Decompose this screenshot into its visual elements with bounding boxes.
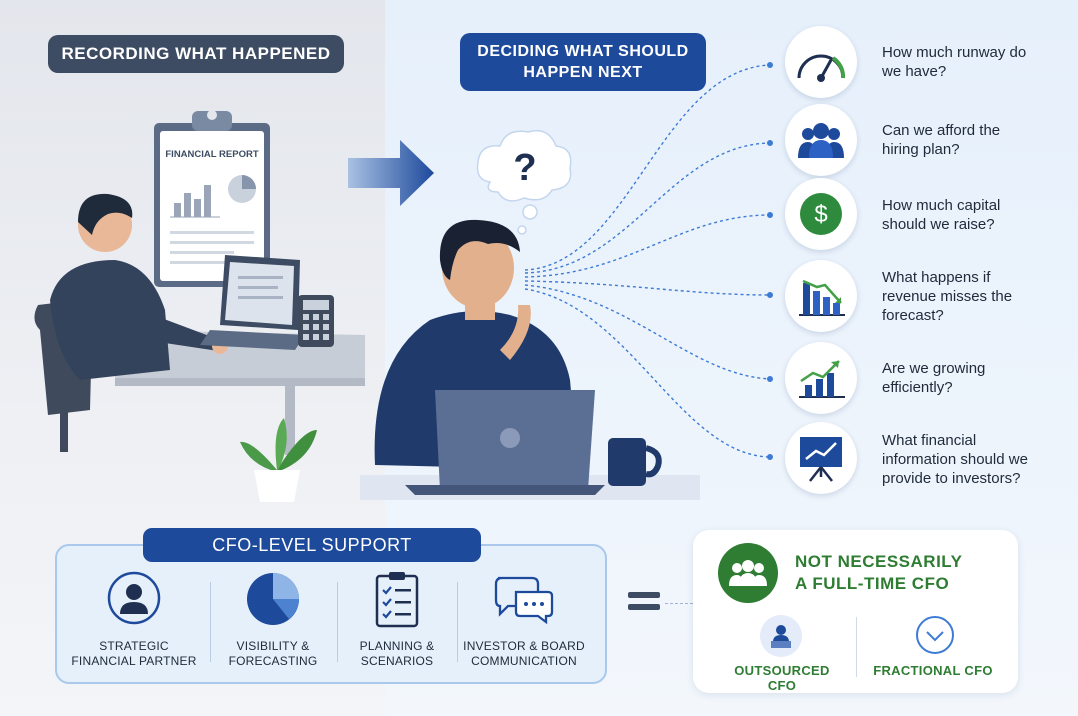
dotted-connectors	[524, 62, 773, 460]
question-text-revenue: What happens if revenue misses the forec…	[882, 269, 1013, 324]
deciding-title: DECIDING WHAT SHOULD HAPPEN NEXT	[460, 33, 706, 91]
cfo-support-title: CFO-LEVEL SUPPORT	[143, 528, 481, 562]
divider	[210, 582, 211, 662]
gauge-icon	[785, 26, 857, 98]
outsourced-cfo-label: OUTSOURCED CFO	[734, 663, 830, 693]
service-label-line2: SCENARIOS	[360, 654, 434, 668]
clock-icon	[914, 614, 956, 661]
fractional-cfo-label: FRACTIONAL CFO	[873, 663, 993, 678]
service-label-line2: FORECASTING	[228, 654, 318, 668]
declining-chart-icon	[785, 260, 857, 332]
pie-chart-icon	[247, 573, 299, 625]
recording-title: RECORDING WHAT HAPPENED	[48, 35, 344, 73]
service-strategic-partner: STRATEGIC FINANCIAL PARTNER	[64, 570, 204, 669]
question-text-runway: How much runway do we have?	[882, 44, 1027, 80]
thinking-person-illustration	[360, 219, 700, 500]
service-label-line2: FINANCIAL PARTNER	[71, 654, 197, 668]
service-label-line1: PLANNING &	[359, 639, 435, 653]
clipboard-checklist-icon	[375, 572, 419, 628]
presentation-icon	[785, 422, 857, 494]
question-text-growth: Are we growing efficiently?	[882, 360, 986, 396]
divider	[337, 582, 338, 662]
not-necessarily-line1: NOT NECESSARILY	[795, 552, 963, 571]
svg-text:$: $	[814, 201, 827, 228]
not-necessarily-line2: A FULL-TIME CFO	[795, 574, 950, 593]
dollar-icon: $	[785, 178, 857, 250]
question-mark: ?	[513, 147, 536, 189]
person-icon	[107, 571, 161, 625]
growth-chart-icon	[785, 342, 857, 414]
equals-sign	[625, 586, 665, 616]
service-label-line1: STRATEGIC	[99, 639, 169, 653]
dashed-connector	[665, 603, 693, 604]
plant-icon	[240, 418, 317, 502]
thought-bubble: ?	[476, 129, 572, 235]
financial-report-clipboard-icon: FINANCIAL REPORT	[154, 110, 270, 287]
service-planning-scenarios: PLANNING & SCENARIOS	[327, 570, 467, 669]
accountant-illustration	[34, 193, 365, 455]
laptop-person-icon	[760, 615, 802, 657]
question-text-investors: What financial information should we pro…	[882, 432, 1028, 487]
question-text-capital: How much capital should we raise?	[882, 197, 1001, 233]
report-title: FINANCIAL REPORT	[165, 149, 258, 160]
chat-bubbles-icon	[494, 576, 554, 625]
group-icon	[718, 543, 778, 603]
service-label-line2: COMMUNICATION	[471, 654, 577, 668]
service-label-line1: VISIBILITY &	[236, 639, 310, 653]
service-visibility-forecasting: VISIBILITY & FORECASTING	[203, 570, 343, 669]
question-text-hiring: Can we afford the hiring plan?	[882, 122, 1001, 158]
service-label-line1: INVESTOR & BOARD	[463, 639, 585, 653]
team-icon	[785, 104, 857, 176]
service-investor-board-communication: INVESTOR & BOARD COMMUNICATION	[454, 570, 594, 669]
arrow-right-icon	[348, 140, 434, 206]
divider	[457, 582, 458, 662]
divider	[856, 617, 857, 677]
